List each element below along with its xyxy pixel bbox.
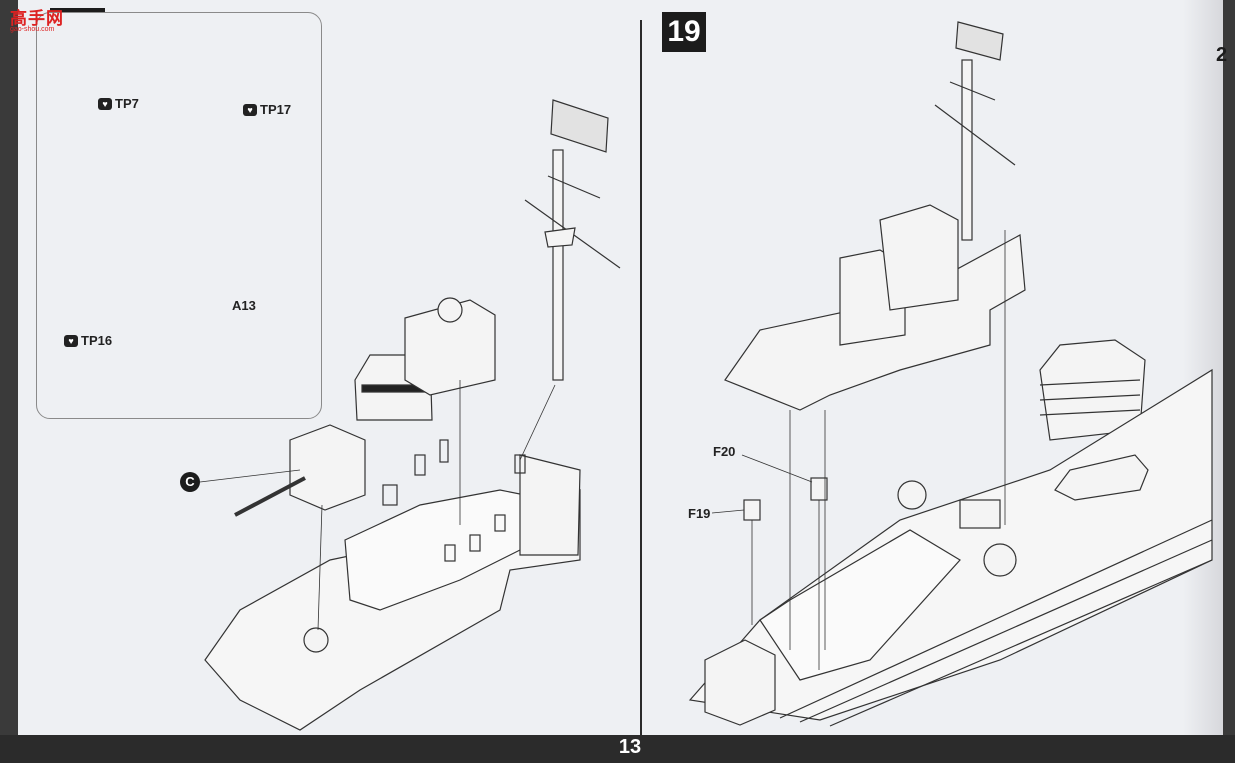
callout-f20: F20 (713, 444, 735, 459)
callout-tp17: ♥ TP17 (243, 102, 291, 117)
callout-a13-label: A13 (232, 298, 256, 313)
callout-f19-label: F19 (688, 506, 711, 521)
step19-assembly (688, 21, 1213, 727)
photo-etch-heart-icon: ♥ (98, 97, 112, 110)
step-19-badge: 19 (662, 12, 706, 52)
callout-f19: F19 (688, 506, 710, 521)
callout-a13: A13 (232, 298, 256, 313)
photo-etch-heart-icon: ♥ (243, 103, 257, 116)
callout-tp16: ♥ TP16 (64, 333, 112, 348)
callout-f20-label: F20 (713, 444, 736, 459)
callout-tp7: ♥ TP7 (98, 96, 139, 111)
step18-superstructure (199, 99, 621, 731)
next-page-peek: 2 (1216, 44, 1227, 67)
step-19-number: 19 (667, 15, 701, 48)
page-number: 13 (618, 736, 642, 758)
page-curl-shade (1183, 0, 1223, 740)
watermark-sub-text: gao-shou.com (10, 26, 55, 33)
photo-etch-heart-icon: ♥ (64, 334, 78, 347)
marker-c-icon: C (180, 472, 200, 492)
next-page-number: 2 (1216, 44, 1228, 66)
site-watermark-logo: 高手网 gao-shou.com (2, 4, 72, 44)
bottom-edge (0, 735, 1235, 763)
mast-inset-panel (36, 12, 322, 419)
callout-tp17-label: TP17 (260, 102, 292, 117)
callout-tp7-label: TP7 (115, 96, 139, 111)
callout-tp16-label: TP16 (81, 333, 113, 348)
center-spine (640, 20, 642, 735)
marker-c-label: C (185, 474, 195, 489)
watermark-logo-text: 高手网 (10, 9, 64, 28)
